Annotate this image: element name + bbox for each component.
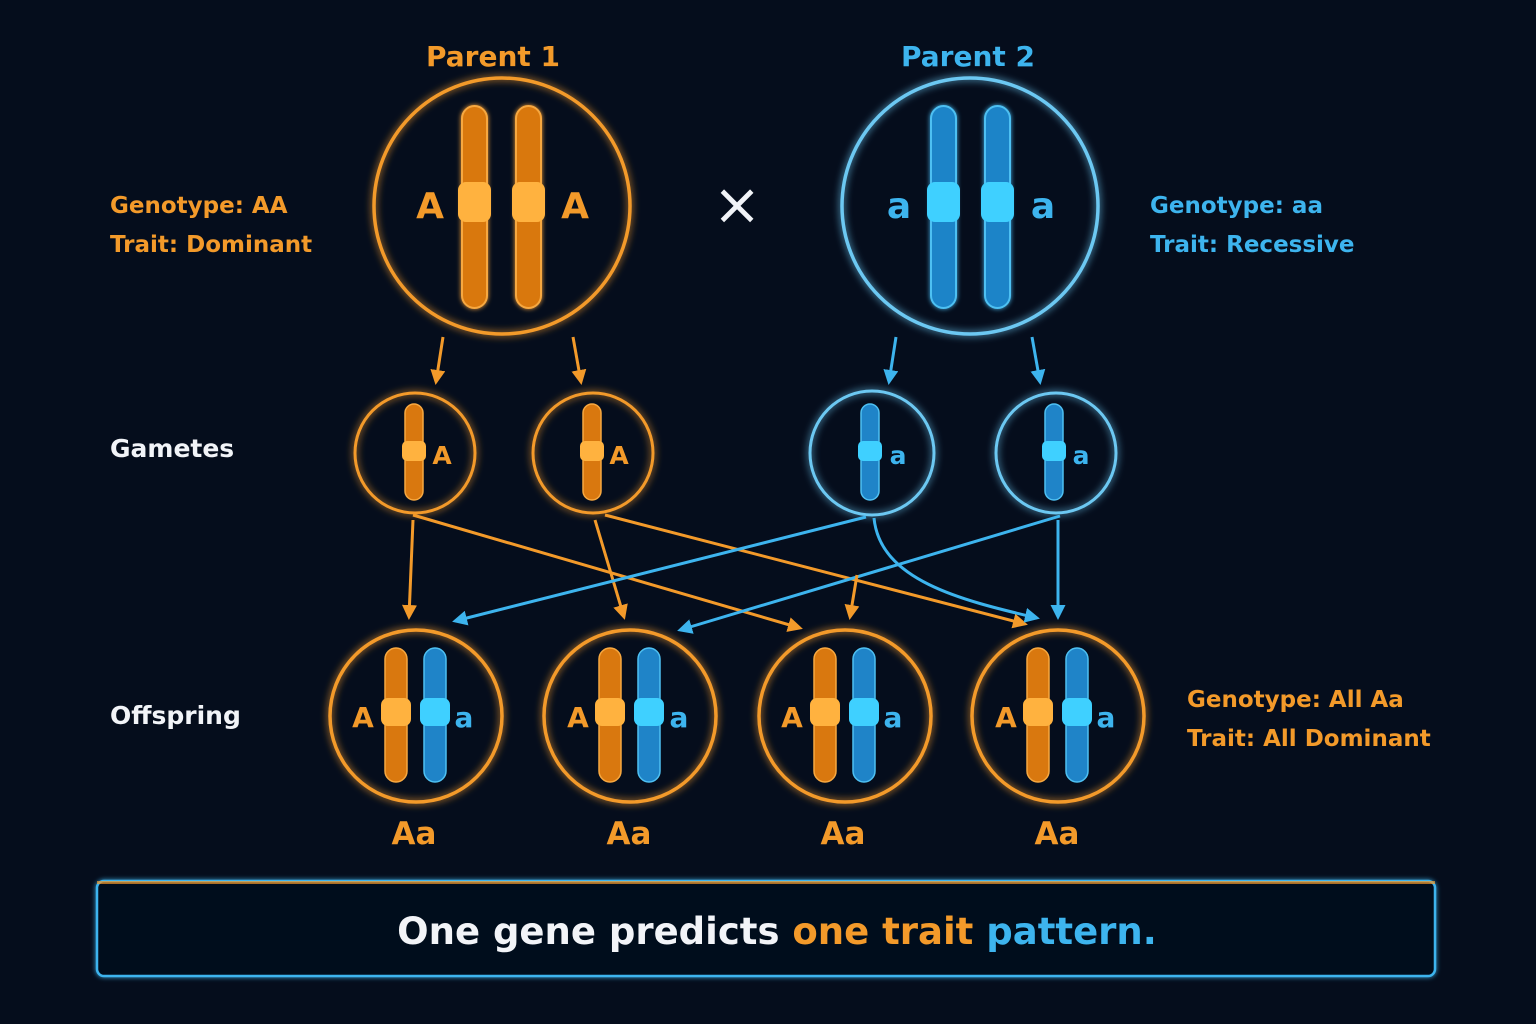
offspring-2-left-allele: A bbox=[567, 701, 589, 734]
arrow-g4-o2 bbox=[677, 514, 1061, 634]
gamete-1: A bbox=[353, 391, 477, 515]
offspring-2-genotype: Aa bbox=[607, 816, 652, 852]
summary-text-part3: pattern. bbox=[986, 910, 1157, 953]
gamete-3-allele: a bbox=[890, 441, 907, 470]
parent2-trait-label: Trait: bbox=[1150, 232, 1218, 258]
parent2-title: Parent 2 bbox=[901, 40, 1035, 73]
arrow-g1-o1 bbox=[402, 519, 417, 620]
offspring-trait-label: Trait: bbox=[1187, 726, 1255, 752]
gamete-4: a bbox=[994, 391, 1118, 515]
svg-text:Genotype: All Aa: Genotype: All Aa bbox=[1187, 687, 1404, 713]
row-label-gametes: Gametes bbox=[110, 434, 234, 463]
arrow-g-o3 bbox=[844, 574, 860, 620]
row-label-offspring: Offspring bbox=[110, 701, 241, 730]
gamete-2: A bbox=[531, 391, 655, 515]
arrow-g2-o4 bbox=[604, 513, 1028, 629]
offspring-1-right-allele: a bbox=[455, 701, 474, 734]
parent1-allele-left: A bbox=[416, 186, 444, 227]
arrow-p2-g3 bbox=[883, 336, 899, 385]
offspring-trait: All Dominant bbox=[1263, 726, 1431, 752]
parent1-cell: A A bbox=[372, 76, 632, 336]
offspring-genotype-label: Genotype: bbox=[1187, 687, 1321, 713]
arrow-p2-g4 bbox=[1030, 336, 1046, 385]
parent1-genotype-label: Genotype: bbox=[110, 193, 244, 219]
svg-text:Trait: Dominant: Trait: Dominant bbox=[110, 232, 312, 258]
parent1-trait: Dominant bbox=[186, 232, 312, 258]
offspring-4-left-allele: A bbox=[995, 701, 1017, 734]
parent1-trait-label: Trait: bbox=[110, 232, 178, 258]
offspring-3-left-allele: A bbox=[781, 701, 803, 734]
parent-to-gamete-arrows bbox=[430, 336, 1046, 385]
gamete-2-allele: A bbox=[609, 441, 629, 470]
arrow-g1-o3 bbox=[412, 513, 803, 632]
parent2-allele-right: a bbox=[1031, 186, 1055, 227]
parent1-info: Genotype: AA Trait: Dominant bbox=[110, 193, 312, 258]
arrow-p1-g1 bbox=[430, 336, 446, 385]
arrow-g3-o4 bbox=[872, 517, 1040, 623]
parent1-allele-right: A bbox=[561, 186, 589, 227]
offspring-3-genotype: Aa bbox=[821, 816, 866, 852]
offspring-3-right-allele: a bbox=[884, 701, 903, 734]
parent1-genotype: AA bbox=[252, 193, 288, 219]
svg-text:Trait: Recessive: Trait: Recessive bbox=[1150, 232, 1355, 258]
offspring-2-right-allele: a bbox=[670, 701, 689, 734]
offspring-summary: Genotype: All Aa Trait: All Dominant bbox=[1187, 687, 1431, 752]
gamete-to-offspring-arrows bbox=[402, 513, 1066, 634]
summary-text: One gene predicts one trait pattern. bbox=[397, 910, 1157, 953]
arrow-g3-o1 bbox=[452, 515, 867, 626]
offspring-4: A a Aa bbox=[970, 628, 1146, 852]
offspring-2: A a Aa bbox=[542, 628, 718, 852]
parent2-allele-left: a bbox=[887, 186, 911, 227]
parent2-info: Genotype: aa Trait: Recessive bbox=[1150, 193, 1355, 258]
offspring-genotype: All Aa bbox=[1329, 687, 1404, 713]
svg-text:Trait: All Dominant: Trait: All Dominant bbox=[1187, 726, 1431, 752]
parent2-genotype-label: Genotype: bbox=[1150, 193, 1284, 219]
offspring-4-genotype: Aa bbox=[1035, 816, 1080, 852]
arrow-p1-g2 bbox=[571, 336, 587, 385]
svg-text:Genotype: aa: Genotype: aa bbox=[1150, 193, 1323, 219]
arrow-g2-o2 bbox=[593, 519, 628, 620]
parent2-trait: Recessive bbox=[1226, 232, 1354, 258]
parent2-cell: a a bbox=[840, 76, 1100, 336]
offspring-1-genotype: Aa bbox=[392, 816, 437, 852]
svg-text:Genotype: AA: Genotype: AA bbox=[110, 193, 288, 219]
offspring-4-right-allele: a bbox=[1097, 701, 1116, 734]
gamete-4-allele: a bbox=[1073, 441, 1090, 470]
cross-symbol: × bbox=[713, 170, 762, 238]
summary-text-part1: One gene predicts bbox=[397, 910, 792, 953]
gamete-1-allele: A bbox=[432, 441, 452, 470]
offspring-1: A a Aa bbox=[328, 628, 504, 852]
gamete-3: a bbox=[808, 389, 936, 517]
offspring-3: A a Aa bbox=[757, 628, 933, 852]
parent1-title: Parent 1 bbox=[426, 40, 560, 73]
summary-text-part2: one trait bbox=[792, 910, 986, 953]
offspring-1-left-allele: A bbox=[352, 701, 374, 734]
parent2-genotype: aa bbox=[1292, 193, 1323, 219]
